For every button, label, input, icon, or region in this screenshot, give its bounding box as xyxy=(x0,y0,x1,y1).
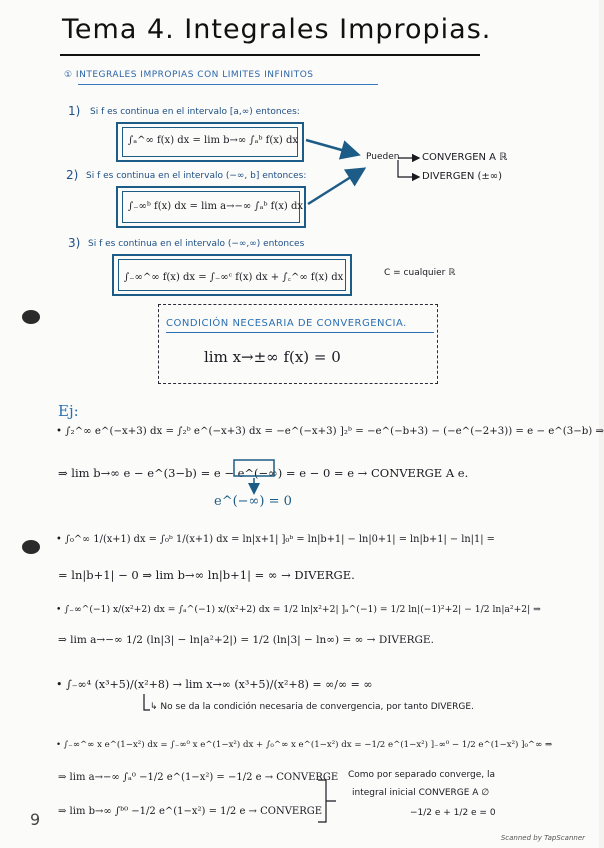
condition-title: CONDICIÓN NECESARIA DE CONVERGENCIA. xyxy=(166,318,407,329)
converge-label: CONVERGEN A ℝ xyxy=(422,152,508,163)
example-line: • ∫₂^∞ e^(−x+3) dx = ∫₂ᵇ e^(−x+3) dx = −… xyxy=(56,426,604,437)
example-line: ⇒ lim b→∞ ∫ᵇ⁰ −1/2 e^(1−x²) = 1/2 e → CO… xyxy=(58,806,323,817)
title-underline xyxy=(60,54,480,56)
formula: ∫₋∞^∞ f(x) dx = ∫₋∞ᶜ f(x) dx + ∫꜀^∞ f(x)… xyxy=(124,272,344,283)
example-note: ↳ No se da la condición necesaria de con… xyxy=(150,702,474,712)
example-line: = ln|b+1| − 0 ⇒ lim b→∞ ln|b+1| = ∞ → DI… xyxy=(58,568,355,582)
example-line: • ∫₋∞⁴ (x³+5)/(x²+8) → lim x→∞ (x³+5)/(x… xyxy=(56,678,373,691)
case-number: 1) xyxy=(68,104,81,118)
page-title: Tema 4. Integrales Impropias. xyxy=(62,14,492,45)
condition-formula: lim x→±∞ f(x) = 0 xyxy=(204,348,341,366)
conclusion-line: integral inicial CONVERGE A ∅ xyxy=(352,788,490,798)
diverge-label: DIVERGEN (±∞) xyxy=(422,171,502,182)
binder-hole xyxy=(22,310,40,324)
conclusion-line: Como por separado converge, la xyxy=(348,770,496,780)
c-note: C = cualquier ℝ xyxy=(384,268,456,278)
case-number: 3) xyxy=(68,236,81,250)
conclusion-line: −1/2 e + 1/2 e = 0 xyxy=(410,808,496,818)
example-line: ⇒ lim a→−∞ 1/2 (ln|3| − ln|a²+2|) = 1/2 … xyxy=(58,634,434,646)
binder-hole xyxy=(22,540,40,554)
formula: ∫₋∞ᵇ f(x) dx = lim a→−∞ ∫ₐᵇ f(x) dx xyxy=(128,201,303,212)
formula: ∫ₐ^∞ f(x) dx = lim b→∞ ∫ₐᵇ f(x) dx xyxy=(128,135,299,146)
example-line: ⇒ lim b→∞ e − e^(3−b) = e − e^(−∞) = e −… xyxy=(58,466,469,480)
section-underline xyxy=(78,84,378,85)
examples-label: Ej: xyxy=(58,402,79,420)
case-number: 2) xyxy=(66,168,79,182)
case-text: Si f es continua en el intervalo (−∞, b]… xyxy=(86,171,307,181)
example-line: • ∫₋∞^(−1) x/(x²+2) dx = ∫ₐ^(−1) x/(x²+2… xyxy=(56,604,541,615)
example-line: • ∫₋∞^∞ x e^(1−x²) dx = ∫₋∞⁰ x e^(1−x²) … xyxy=(56,740,553,750)
case-text: Si f es continua en el intervalo [a,∞) e… xyxy=(90,107,300,117)
condition-box xyxy=(158,304,438,384)
example-note: e^(−∞) = 0 xyxy=(214,494,292,509)
formula-box: ∫₋∞ᵇ f(x) dx = lim a→−∞ ∫ₐᵇ f(x) dx xyxy=(116,186,306,228)
example-line: • ∫₀^∞ 1/(x+1) dx = ∫₀ᵇ 1/(x+1) dx = ln|… xyxy=(56,534,495,545)
formula-box: ∫₋∞^∞ f(x) dx = ∫₋∞ᶜ f(x) dx + ∫꜀^∞ f(x)… xyxy=(112,254,352,296)
scanner-watermark: Scanned by TapScanner xyxy=(500,834,585,842)
page-number: 9 xyxy=(30,810,41,829)
pueden-label: Pueden xyxy=(366,152,400,162)
condition-underline xyxy=(166,332,434,333)
formula-box: ∫ₐ^∞ f(x) dx = lim b→∞ ∫ₐᵇ f(x) dx xyxy=(116,122,304,162)
section-heading: ① INTEGRALES IMPROPIAS CON LIMITES INFIN… xyxy=(64,70,314,80)
example-line: ⇒ lim a→−∞ ∫ₐ⁰ −1/2 e^(1−x²) = −1/2 e → … xyxy=(58,772,339,783)
case-text: Si f es continua en el intervalo (−∞,∞) … xyxy=(88,239,305,249)
